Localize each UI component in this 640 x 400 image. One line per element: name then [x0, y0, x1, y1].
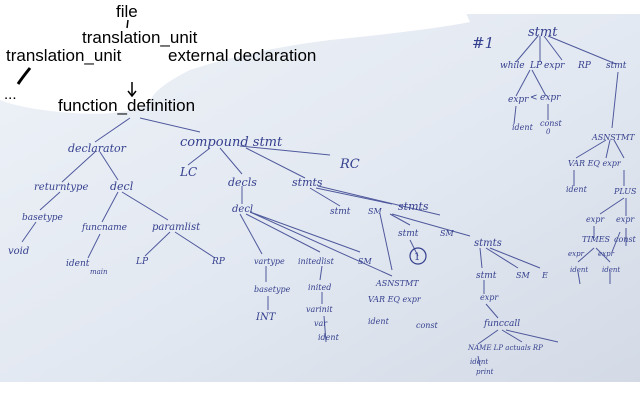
white-mask: [0, 0, 470, 114]
node-expr-4: expr: [480, 293, 499, 302]
circled-node: [409, 247, 427, 265]
node-rp-2: RP: [211, 257, 226, 267]
node-expr-2: expr: [508, 95, 529, 105]
node-ident-4: ident: [470, 358, 488, 366]
node-expr-r4: expr: [586, 215, 605, 224]
node-const-r1: const: [540, 119, 563, 128]
node-vartype: vartype: [254, 257, 285, 266]
node-ident-r4: ident: [602, 266, 620, 274]
label-function-definition: function_definition: [58, 96, 196, 115]
node-times: TIMES: [582, 235, 611, 244]
node-sm-2: SM: [440, 229, 454, 238]
node-const-1: const: [416, 321, 439, 330]
node-funccall: funccall: [483, 319, 520, 329]
node-e: E: [541, 271, 548, 280]
node-sm-1: SM: [368, 207, 382, 216]
node-decl-2: decl: [232, 204, 253, 215]
node-var-eq-expr-r: VAR EQ expr: [568, 159, 622, 168]
node-sm-3: SM: [358, 257, 372, 266]
label-file: file: [116, 2, 138, 21]
label-ellipsis: ...: [4, 86, 17, 103]
node-decl-1: decl: [110, 180, 134, 193]
node-asnstmt-r: ASNSTMT: [591, 133, 635, 142]
white-mask-top: [0, 0, 640, 12]
node-funcname: funcname: [81, 223, 127, 233]
label-translation-unit-left: translation_unit: [6, 46, 122, 65]
node-expr-1: expr: [544, 61, 565, 71]
node-compound-stmt: compound stmt: [180, 135, 283, 150]
node-stmts-1: stmts: [292, 176, 323, 189]
node-basetype-2: basetype: [254, 285, 291, 294]
node-lp-1: LP: [529, 61, 543, 71]
node-plus: PLUS: [613, 187, 637, 196]
node-lp-2: LP: [135, 257, 149, 267]
node-varinit: varinit: [306, 305, 333, 314]
node-print: print: [476, 368, 494, 376]
node-rp-1: RP: [577, 61, 592, 71]
node-ident-3: ident: [318, 333, 340, 342]
node-ident-r3: ident: [570, 266, 588, 274]
node-var: var: [314, 319, 328, 328]
node-ident-r1: ident: [512, 123, 534, 132]
node-stmt-root: stmt: [528, 25, 558, 40]
tree-labels: #1 stmt while LP expr RP stmt expr < exp…: [8, 25, 637, 376]
label-translation-unit-top: translation_unit: [82, 28, 198, 47]
node-stmts-2: stmts: [398, 200, 429, 213]
tree-edges: [21, 35, 627, 367]
node-expr-r7: expr: [598, 250, 615, 258]
node-lt: <: [530, 93, 538, 103]
node-var-eq-expr: VAR EQ expr: [368, 295, 422, 304]
arrow-tu-to-ellipsis: [16, 67, 32, 85]
node-while: while: [500, 61, 525, 71]
node-int: INT: [255, 312, 277, 323]
overlay-arrows: [16, 19, 137, 98]
label-external-declaration: external declaration: [168, 46, 317, 65]
node-name-lp-actuals: NAME LP actuals RP: [467, 344, 543, 352]
node-initedlist: initedlist: [298, 257, 335, 266]
node-const-r2: const: [614, 235, 637, 244]
node-stmts-3: stmts: [474, 238, 502, 249]
node-stmt-3: stmt: [476, 271, 497, 281]
node-main: main: [90, 268, 108, 276]
node-expr-r6: expr: [568, 250, 585, 258]
node-stmt-2: stmt: [398, 229, 419, 239]
node-expr-r5: expr: [616, 215, 635, 224]
node-ident-r2: ident: [566, 185, 588, 194]
node-ident-1: ident: [66, 259, 90, 269]
node-rc: RC: [339, 157, 360, 172]
circled-node-label: 1: [414, 252, 420, 263]
node-zero: 0: [546, 128, 551, 136]
node-asnstmt: ASNSTMT: [375, 279, 419, 288]
node-stmt-r2: stmt: [606, 61, 627, 71]
arrowhead-fd: [127, 90, 137, 98]
node-returntype: returntype: [34, 182, 88, 193]
node-expr-3: expr: [540, 93, 561, 103]
node-stmt-1: stmt: [330, 207, 351, 217]
node-lc: LC: [179, 165, 197, 179]
bottom-edge: [0, 382, 640, 400]
node-declarator: declarator: [68, 142, 127, 155]
node-decls: decls: [228, 176, 257, 189]
node-paramlist: paramlist: [152, 222, 201, 233]
node-basetype-1: basetype: [22, 213, 63, 223]
node-inited: inited: [308, 283, 331, 292]
node-void: void: [8, 246, 29, 257]
node-sm-4: SM: [516, 271, 530, 280]
arrow-file-to-tu: [126, 19, 129, 29]
node-ident-2: ident: [368, 317, 390, 326]
board-tag: #1: [472, 34, 494, 52]
